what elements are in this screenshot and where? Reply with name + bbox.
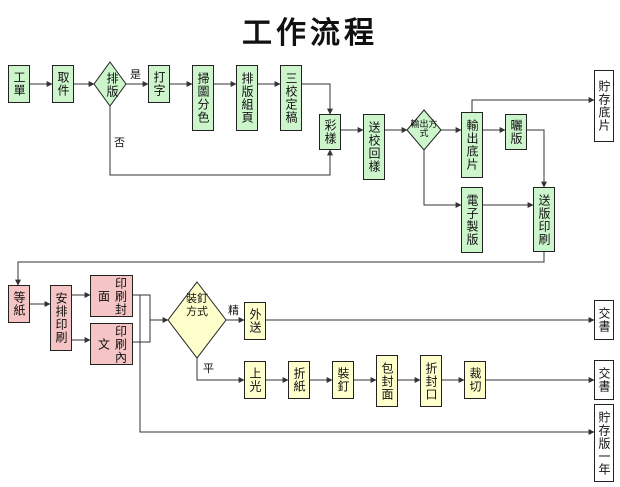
fold-box: 折紙 xyxy=(288,361,310,399)
arrow-no-color xyxy=(109,104,333,176)
send-print-box: 送版印刷 xyxy=(533,187,555,252)
scan-box: 掃圖分色 xyxy=(192,65,214,131)
arrange-print-box: 安排印刷 xyxy=(50,285,72,351)
arrow-cover-bindq xyxy=(133,294,169,323)
fold-edge-box: 折封口 xyxy=(420,355,442,407)
work-order-box: 工單 xyxy=(8,65,30,103)
compose-box: 排版組頁 xyxy=(236,65,258,131)
color-sample-box: 彩樣 xyxy=(319,114,341,150)
page-title: 工作流程 xyxy=(242,16,378,51)
arrow-film-store xyxy=(471,97,595,112)
store-year-box: 貯存版一年 xyxy=(594,404,614,482)
output-decision-shape xyxy=(406,109,442,151)
plain-label: 平 xyxy=(203,362,214,375)
deliver-box-1: 交書 xyxy=(594,300,614,340)
print-cover-box: 印刷封面 xyxy=(90,275,133,317)
arrow-content-join xyxy=(133,320,151,343)
fine-label: 精 xyxy=(228,304,239,317)
arrow-plain-uplight xyxy=(196,355,245,383)
send-proof-box: 送校回樣 xyxy=(363,114,385,180)
outsource-box: 外送 xyxy=(244,302,266,340)
wrap-cover-box: 包封面 xyxy=(376,355,398,407)
binding-decision-shape xyxy=(167,281,227,359)
output-film-box: 輸出底片 xyxy=(461,112,483,178)
output-decision-label: 輸出方式 xyxy=(410,120,438,139)
arrow-expose-sendprint xyxy=(527,129,547,188)
arrow-outputq-eplate xyxy=(423,150,462,208)
trim-box: 裁切 xyxy=(464,361,486,399)
up-light-box: 上光 xyxy=(244,361,266,399)
deliver-box-2: 交書 xyxy=(594,360,614,400)
arrow-sendprint-waitpaper xyxy=(15,252,545,286)
layout-decision-shape xyxy=(93,61,127,107)
arrow-proof3-color xyxy=(302,83,333,115)
yes-label: 是 xyxy=(130,68,141,81)
no-label: 否 xyxy=(114,136,125,149)
store-film-box: 貯存底片 xyxy=(594,70,614,142)
arrow-store-year xyxy=(139,295,595,435)
wait-paper-box: 等紙 xyxy=(8,285,30,323)
bind-box: 裝釘 xyxy=(332,361,354,399)
typing-box: 打字 xyxy=(148,65,170,103)
expose-box: 曬版 xyxy=(505,114,527,150)
layout-decision-label: 排版 xyxy=(105,72,119,98)
print-content-box: 印刷內文 xyxy=(90,323,133,365)
e-plate-box: 電子製版 xyxy=(461,187,483,253)
fetch-box: 取件 xyxy=(52,65,74,103)
binding-decision-label: 裝釘方式 xyxy=(186,292,208,318)
proof3-box: 三校定稿 xyxy=(280,65,302,131)
